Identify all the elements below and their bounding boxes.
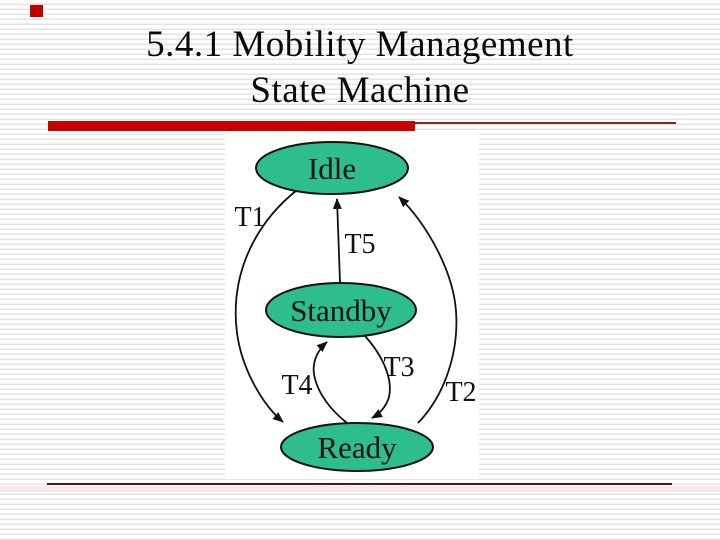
diagram-panel: Idle Standby Ready T1 T2 T3 T4 T5 (225, 131, 479, 479)
footer-tint-band (0, 486, 720, 492)
title-line-2: State Machine (250, 70, 470, 111)
transition-label-t3: T3 (383, 352, 414, 383)
slide-title: 5.4.1 Mobility Management State Machine (0, 22, 720, 114)
transition-label-t5: T5 (344, 229, 375, 260)
state-label-ready: Ready (317, 430, 397, 465)
state-label-standby: Standby (290, 293, 392, 328)
state-ellipse-idle (255, 141, 409, 195)
state-machine-diagram: Idle Standby Ready T1 T2 T3 T4 T5 (234, 141, 477, 472)
transition-arrow-t5 (332, 198, 342, 283)
red-square-marker (30, 5, 43, 17)
transition-arrow-t4 (312, 341, 348, 424)
title-line-1: 5.4.1 Mobility Management (146, 24, 574, 65)
state-ellipse-standby (265, 282, 417, 338)
transition-label-t2: T2 (445, 377, 476, 408)
footer-line (47, 483, 672, 485)
state-label-idle: Idle (308, 151, 356, 186)
transition-arrow-t3 (364, 335, 391, 419)
transition-arrow-t2 (398, 196, 458, 424)
transition-label-t1: T1 (234, 202, 265, 233)
transition-label-t4: T4 (281, 370, 312, 401)
title-underline-bar (48, 121, 415, 131)
state-ellipse-ready (280, 422, 434, 472)
transition-arrow-t1 (234, 189, 298, 423)
